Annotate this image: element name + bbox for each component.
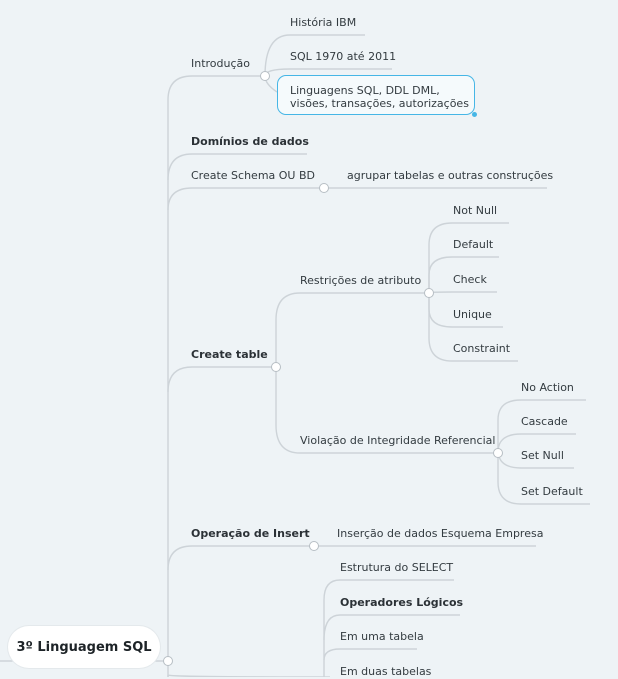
topic-create-schema[interactable]: Create Schema OU BD — [191, 169, 315, 182]
subtopic-unique[interactable]: Unique — [453, 308, 492, 321]
connector — [428, 291, 497, 294]
subtopic-em-duas-tabelas[interactable]: Em duas tabelas — [340, 665, 432, 678]
collapse-toggle-insert[interactable] — [309, 541, 319, 551]
connector — [167, 187, 324, 211]
collapse-toggle-create-table[interactable] — [271, 362, 281, 372]
subtopic-em-uma-tabela[interactable]: Em uma tabela — [340, 630, 424, 643]
topic-dominios-de-dados[interactable]: Domínios de dados — [191, 135, 309, 148]
subtopic-restricoes-atributo[interactable]: Restrições de atributo — [300, 274, 422, 287]
subtopic-cascade[interactable]: Cascade — [521, 415, 568, 428]
central-topic-label: 3º Linguagem SQL — [16, 639, 152, 655]
connector — [275, 292, 429, 367]
topic-create-table[interactable]: Create table — [191, 348, 268, 361]
topic-operacao-insert[interactable]: Operação de Insert — [191, 527, 310, 540]
collapse-toggle-introducao[interactable] — [260, 71, 270, 81]
connector — [323, 614, 460, 641]
collapse-toggle-root[interactable] — [163, 656, 173, 666]
central-topic[interactable]: 3º Linguagem SQL — [8, 626, 160, 668]
subtopic-constraint[interactable]: Constraint — [453, 342, 511, 355]
subtopic-default[interactable]: Default — [453, 238, 494, 251]
connector — [428, 256, 499, 293]
subtopic-set-null[interactable]: Set Null — [521, 449, 564, 462]
topic-introducao[interactable]: Introdução — [191, 57, 251, 70]
subtopic-violacao-integridade[interactable]: Violação de Integridade Referencial — [300, 434, 496, 447]
connector — [275, 367, 498, 454]
connector — [167, 75, 265, 677]
collapse-toggle-create-schema[interactable] — [319, 183, 329, 193]
connector — [323, 579, 454, 677]
subtopic-no-action[interactable]: No Action — [521, 381, 574, 394]
collapse-toggle-restricoes[interactable] — [424, 288, 434, 298]
subtopic-historia-ibm[interactable]: História IBM — [290, 16, 357, 29]
subtopic-not-null[interactable]: Not Null — [453, 204, 498, 217]
subtopic-estrutura-select[interactable]: Estrutura do SELECT — [340, 561, 454, 574]
subtopic-operadores-logicos[interactable]: Operadores Lógicos — [340, 596, 464, 609]
connector — [167, 366, 276, 393]
connector — [167, 545, 314, 571]
subtopic-check[interactable]: Check — [453, 273, 487, 286]
selected-topic-frame[interactable] — [277, 75, 477, 117]
subtopic-linguagens-sql[interactable]: Linguagens SQL, DDL DML, visões, transaç… — [290, 84, 469, 110]
subtopic-sql-1970[interactable]: SQL 1970 até 2011 — [290, 50, 397, 63]
connector — [497, 453, 590, 505]
connector — [323, 648, 417, 661]
connector — [428, 222, 509, 293]
subtopic-insercao-dados[interactable]: Inserção de dados Esquema Empresa — [337, 527, 544, 540]
connector — [264, 34, 365, 77]
connector — [167, 153, 307, 181]
collapse-toggle-violacao[interactable] — [493, 448, 503, 458]
subtopic-set-default[interactable]: Set Default — [521, 485, 583, 498]
subtopic-agrupar-tabelas[interactable]: agrupar tabelas e outras construções — [347, 169, 554, 182]
connector — [428, 293, 518, 362]
resize-handle[interactable] — [472, 112, 477, 117]
connector — [497, 399, 586, 453]
